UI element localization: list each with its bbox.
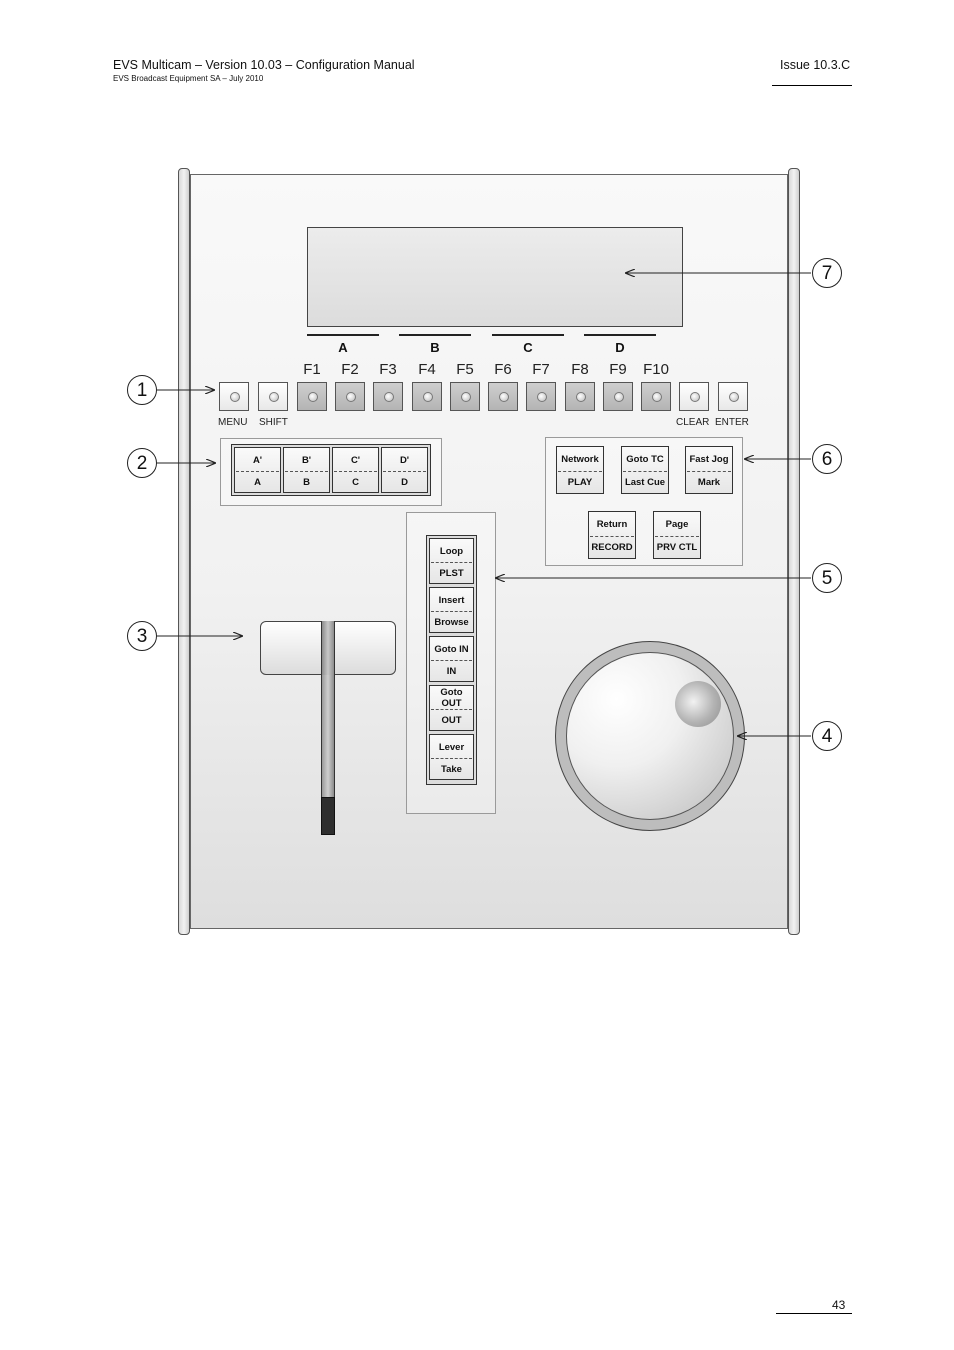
f3-key[interactable] [373,382,403,411]
f4-label: F4 [418,361,436,378]
f1-label: F1 [303,361,321,378]
manual-subtitle: EVS Broadcast Equipment SA – July 2010 [113,74,264,83]
f10-key[interactable] [641,382,671,411]
enter-led-icon [729,392,739,402]
f9-led-icon [614,392,624,402]
jog-finger-dimple [675,681,721,727]
soft-key-line-a [307,334,379,336]
f3-label: F3 [379,361,397,378]
callout-1: 1 [127,375,157,405]
callout-6: 6 [812,444,842,474]
soft-key-line-c [492,334,564,336]
shift-led-icon [269,392,279,402]
f2-led-icon [346,392,356,402]
goto-tc-last-cue-button[interactable]: Goto TC Last Cue [621,446,669,494]
lever-take-button[interactable]: Lever Take [429,734,474,780]
loop-plst-button[interactable]: Loop PLST [429,538,474,584]
clip-buttons-frame: Loop PLST Insert Browse Goto IN IN Goto … [426,535,477,785]
f7-key[interactable] [526,382,556,411]
fast-jog-mark-button[interactable]: Fast Jog Mark [685,446,733,494]
page-buttons-frame: A' A B' B C' C D' D [231,444,431,496]
footer-rule [776,1313,852,1314]
soft-key-line-b [399,334,471,336]
right-side-rail [788,168,800,935]
lcd-display [307,227,683,327]
menu-led-icon [230,392,240,402]
callout-5: 5 [812,563,842,593]
f6-label: F6 [494,361,512,378]
callout-4: 4 [812,721,842,751]
menu-key[interactable] [219,382,249,411]
clear-led-icon [690,392,700,402]
f4-led-icon [423,392,433,402]
lever-slot-end [321,797,335,835]
page-prv-ctl-button[interactable]: Page PRV CTL [653,511,701,559]
f5-led-icon [461,392,471,402]
network-play-button[interactable]: Network PLAY [556,446,604,494]
callout-7: 7 [812,258,842,288]
f3-led-icon [384,392,394,402]
enter-key[interactable] [718,382,748,411]
page-button-c[interactable]: C' C [332,447,379,493]
page-button-a[interactable]: A' A [234,447,281,493]
lever-handle-groove [321,621,335,675]
page-button-b[interactable]: B' B [283,447,330,493]
shift-key[interactable] [258,382,288,411]
f10-label: F10 [643,361,669,378]
soft-key-line-d [584,334,656,336]
return-record-button[interactable]: Return RECORD [588,511,636,559]
issue-label: Issue 10.3.C [780,58,851,72]
f4-key[interactable] [412,382,442,411]
left-side-rail [178,168,190,935]
f1-led-icon [308,392,318,402]
goto-in-button[interactable]: Goto IN IN [429,636,474,682]
controller-panel: A B C D F1 F2 F3 F4 F5 F6 F7 F8 F9 F10 M… [190,174,788,929]
f10-led-icon [652,392,662,402]
page-button-d[interactable]: D' D [381,447,428,493]
f1-key[interactable] [297,382,327,411]
manual-title: EVS Multicam – Version 10.03 – Configura… [113,58,415,72]
f5-key[interactable] [450,382,480,411]
soft-key-label-a: A [338,340,348,355]
callout-2: 2 [127,448,157,478]
jog-dial-face [566,652,734,820]
page-number: 43 [832,1298,846,1312]
clear-key[interactable] [679,382,709,411]
goto-out-button[interactable]: Goto OUT OUT [429,685,474,731]
f5-label: F5 [456,361,474,378]
f2-label: F2 [341,361,359,378]
callout-3: 3 [127,621,157,651]
clip-buttons-group: Loop PLST Insert Browse Goto IN IN Goto … [406,512,496,814]
f7-label: F7 [532,361,550,378]
f8-key[interactable] [565,382,595,411]
page-buttons-group: A' A B' B C' C D' D [220,438,442,506]
clear-label: CLEAR [676,417,710,428]
menu-label: MENU [218,417,248,428]
insert-browse-button[interactable]: Insert Browse [429,587,474,633]
f9-key[interactable] [603,382,633,411]
jog-dial[interactable] [555,641,745,831]
soft-key-label-d: D [615,340,625,355]
f7-led-icon [537,392,547,402]
f8-label: F8 [571,361,589,378]
f6-led-icon [499,392,509,402]
header-rule [772,85,852,86]
f2-key[interactable] [335,382,365,411]
f6-key[interactable] [488,382,518,411]
f9-label: F9 [609,361,627,378]
playback-buttons-group: Network PLAY Goto TC Last Cue Fast Jog M… [545,437,743,566]
shift-label: SHIFT [259,417,288,428]
soft-key-label-b: B [430,340,440,355]
enter-label: ENTER [715,417,749,428]
f8-led-icon [576,392,586,402]
soft-key-label-c: C [523,340,533,355]
remote-controller-illustration: A B C D F1 F2 F3 F4 F5 F6 F7 F8 F9 F10 M… [178,168,800,935]
